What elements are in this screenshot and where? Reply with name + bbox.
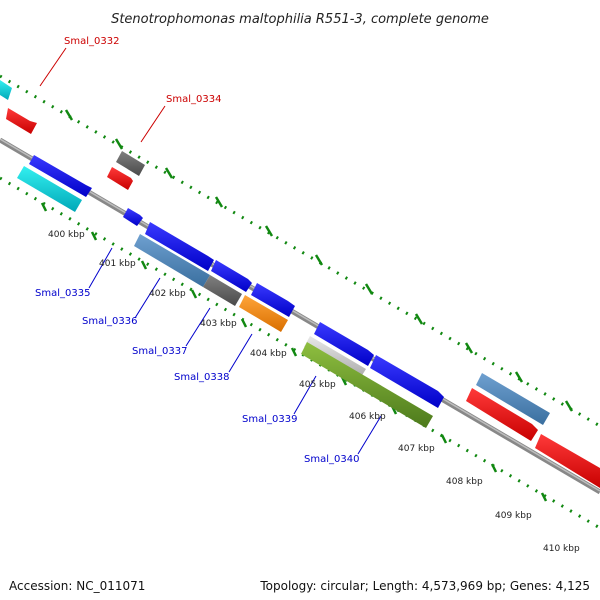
- leader-smal-0340: [357, 415, 382, 455]
- kbp-label: 410 kbp: [543, 544, 580, 554]
- gene-smal-0337[interactable]: [211, 260, 252, 292]
- label-smal-0337[interactable]: Smal_0337: [132, 346, 187, 357]
- kbp-label: 406 kbp: [349, 412, 386, 422]
- label-smal-0334[interactable]: Smal_0334: [166, 94, 221, 105]
- kbp-label: 400 kbp: [48, 230, 85, 240]
- kbp-label: 407 kbp: [398, 444, 435, 454]
- forward-strand-genes: [0, 80, 600, 488]
- gene-blue-left[interactable]: [29, 155, 92, 197]
- gene-smal-0332[interactable]: [0, 80, 12, 100]
- leader-smal-0335: [88, 247, 113, 289]
- genome-backbone-highlight: [0, 138, 600, 492]
- outer-tick-ring: [0, 74, 600, 428]
- kbp-label: 405 kbp: [299, 380, 336, 390]
- gene-smal-0332-arrow[interactable]: [6, 108, 37, 134]
- gene-right-steel[interactable]: [476, 373, 550, 425]
- accession-text: Accession: NC_011071: [9, 579, 146, 593]
- major-ticks: [40, 109, 574, 502]
- kbp-label: 404 kbp: [250, 349, 287, 359]
- gene-smal-0337b[interactable]: [251, 283, 295, 317]
- gene-smal-0334[interactable]: [107, 167, 133, 190]
- gene-smal-0338[interactable]: [239, 295, 288, 332]
- gene-right-red-1[interactable]: [466, 388, 538, 441]
- gene-smal-0334-gray[interactable]: [116, 151, 145, 176]
- label-smal-0338[interactable]: Smal_0338: [174, 372, 229, 383]
- reverse-strand-genes: [17, 155, 444, 428]
- leader-smal-0332: [39, 47, 67, 87]
- label-smal-0335[interactable]: Smal_0335: [35, 288, 90, 299]
- gene-smal-0336-gray[interactable]: [203, 275, 242, 306]
- leader-smal-0338: [228, 333, 253, 373]
- kbp-label: 402 kbp: [149, 289, 186, 299]
- leader-smal-0336: [134, 277, 161, 319]
- map-title: Stenotrophomonas maltophilia R551-3, com…: [111, 12, 489, 27]
- leader-smal-0334: [140, 105, 166, 143]
- gene-right-red-2[interactable]: [535, 434, 600, 488]
- gene-smal-0335[interactable]: [145, 222, 214, 271]
- kbp-label: 401 kbp: [99, 259, 136, 269]
- gene-smal-0339[interactable]: [314, 322, 374, 366]
- label-smal-0332[interactable]: Smal_0332: [64, 36, 119, 47]
- gene-cyan-left[interactable]: [17, 166, 82, 212]
- leader-smal-0339: [293, 375, 317, 415]
- red-gene-labels: Smal_0332 Smal_0334: [39, 36, 221, 143]
- label-smal-0340[interactable]: Smal_0340: [304, 454, 359, 465]
- kbp-labels: 400 kbp 401 kbp 402 kbp 403 kbp 404 kbp …: [48, 230, 580, 554]
- gene-small-blue[interactable]: [123, 208, 143, 226]
- gene-smal-0336[interactable]: [134, 234, 210, 287]
- genome-summary-text: Topology: circular; Length: 4,573,969 bp…: [260, 579, 590, 593]
- genome-backbone: [0, 137, 600, 495]
- kbp-label: 408 kbp: [446, 477, 483, 487]
- gene-smal-0340[interactable]: [301, 342, 433, 428]
- kbp-label: 409 kbp: [495, 511, 532, 521]
- gene-smal-0339b[interactable]: [370, 355, 444, 408]
- blue-gene-labels: Smal_0335 Smal_0336 Smal_0337 Smal_0338 …: [35, 247, 382, 465]
- inner-tick-ring: [0, 176, 600, 530]
- label-smal-0336[interactable]: Smal_0336: [82, 316, 137, 327]
- kbp-label: 403 kbp: [200, 319, 237, 329]
- label-smal-0339[interactable]: Smal_0339: [242, 414, 297, 425]
- leader-smal-0337: [185, 307, 211, 347]
